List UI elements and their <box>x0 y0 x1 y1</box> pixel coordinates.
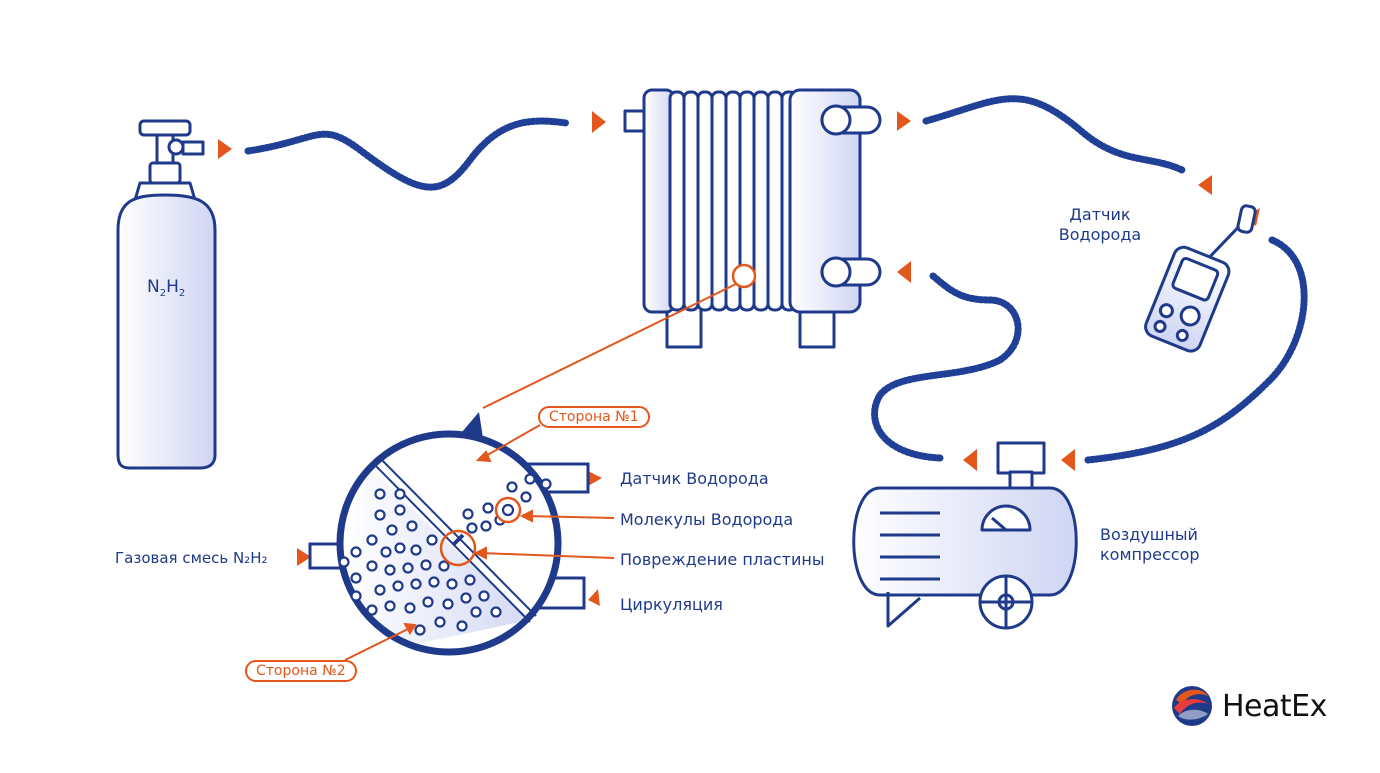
hoses <box>244 95 1308 464</box>
sensor-label-top: Датчик Водорода <box>1058 205 1142 244</box>
hose-compressor-to-exchanger <box>871 272 1022 462</box>
hose-sensor-to-compressor <box>1084 236 1308 464</box>
arrow-marker <box>588 471 602 486</box>
damage-spot-marker <box>731 263 757 289</box>
brand-logo: HeatEx <box>1214 684 1327 728</box>
plate-heat-exchanger-icon <box>623 88 882 349</box>
side1-badge: Сторона №1 <box>538 406 650 428</box>
arrow-marker <box>897 111 911 131</box>
arrow-marker <box>963 449 977 471</box>
formula-h: H <box>166 277 179 297</box>
formula-sub2: 2 <box>179 288 185 299</box>
arrow-marker <box>1198 175 1212 195</box>
gas-mix-label: Газовая смесь N₂H₂ <box>115 549 268 567</box>
circulation-label: Циркуляция <box>620 595 723 614</box>
air-compressor-icon <box>852 441 1078 630</box>
gas-cylinder-icon <box>116 119 217 470</box>
magnified-plate-icon <box>308 412 615 661</box>
hydrogen-detector-icon <box>1144 204 1257 353</box>
formula-sub1: 2 <box>160 288 166 299</box>
brand-name: HeatEx <box>1222 688 1327 724</box>
hose-cylinder-to-exchanger <box>244 117 570 191</box>
cylinder-formula: N2H2 <box>147 277 185 299</box>
arrow-marker <box>1061 449 1075 471</box>
zoom-line <box>482 283 737 409</box>
flow-arrows <box>218 111 1260 606</box>
sensor-label-right: Датчик Водорода <box>620 469 769 488</box>
side2-badge: Сторона №2 <box>245 660 357 682</box>
damage-label: Повреждение пластины <box>620 550 825 569</box>
heatex-logo-icon <box>1172 686 1212 726</box>
arrow-marker <box>592 111 606 133</box>
hose-exchanger-to-sensor <box>922 95 1186 174</box>
arrow-marker <box>218 139 232 159</box>
molecules-label: Молекулы Водорода <box>620 510 794 529</box>
compressor-label: Воздушный компрессор <box>1100 525 1200 564</box>
arrow-marker <box>297 548 311 566</box>
formula-n: N <box>147 277 160 297</box>
arrow-marker <box>588 589 600 606</box>
arrow-marker <box>897 261 911 283</box>
